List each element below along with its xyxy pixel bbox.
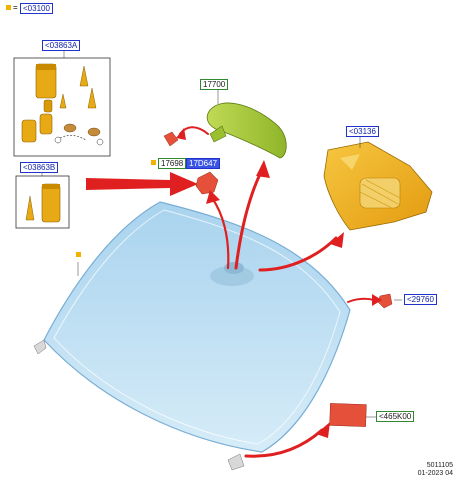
overhead-console <box>323 141 433 231</box>
kit-a-callout[interactable]: <03863A <box>42 40 81 51</box>
kit-arrow <box>86 172 198 196</box>
kit-b-callout[interactable]: <03863B <box>20 162 59 173</box>
rear-view-mirror <box>206 102 287 159</box>
header-ref-callout[interactable]: <03100 <box>20 3 53 14</box>
header-prefix: = <box>13 3 18 12</box>
footer-code: 5011105 <box>426 462 453 469</box>
footer-date: 01-2023 04 <box>417 470 453 477</box>
kit-a-box <box>13 57 111 157</box>
cover-part <box>163 131 179 147</box>
cover-small-callout[interactable]: 17698 <box>158 158 187 169</box>
header-marker <box>6 5 11 10</box>
arrow-heads <box>176 128 382 438</box>
console-callout[interactable]: <03136 <box>346 126 379 137</box>
label-callout[interactable]: <465K00 <box>376 411 415 422</box>
kit-b-box <box>15 175 70 229</box>
label-sticker <box>329 403 367 427</box>
bracket-part <box>195 171 219 195</box>
glass-marker <box>76 252 81 257</box>
windshield <box>33 201 351 471</box>
leader-arrows <box>179 126 375 458</box>
footer-catalog: 5011105 01-2023 04 <box>418 462 453 478</box>
mirror-callout[interactable]: 17700 <box>200 79 229 90</box>
bracket-callout[interactable]: 17D647 <box>186 158 221 169</box>
cover-marker <box>151 160 156 165</box>
clip-callout[interactable]: <29760 <box>404 294 437 305</box>
leader-lines <box>41 50 402 418</box>
